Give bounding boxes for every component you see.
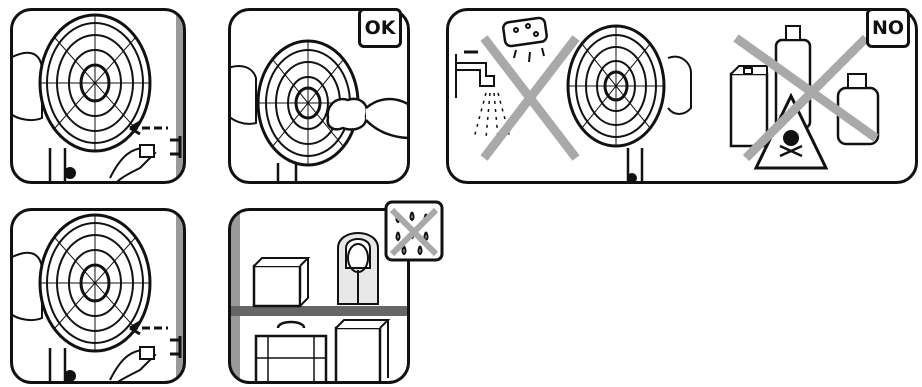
no-water-chemicals-icon	[446, 8, 918, 184]
unplug-fan-icon	[10, 208, 186, 384]
storage-shelf-icon	[228, 208, 410, 384]
panel-unplug-top	[10, 8, 186, 184]
no-water-badge-icon	[384, 200, 444, 262]
unplug-fan-icon	[10, 8, 186, 184]
no-badge: NO	[866, 8, 910, 48]
panel-clean-wipe: OK	[228, 8, 410, 184]
ok-badge: OK	[358, 8, 402, 48]
panel-no-water-chemicals: NO	[446, 8, 918, 184]
panel-unplug-bottom	[10, 208, 186, 384]
panel-storage	[228, 208, 410, 384]
